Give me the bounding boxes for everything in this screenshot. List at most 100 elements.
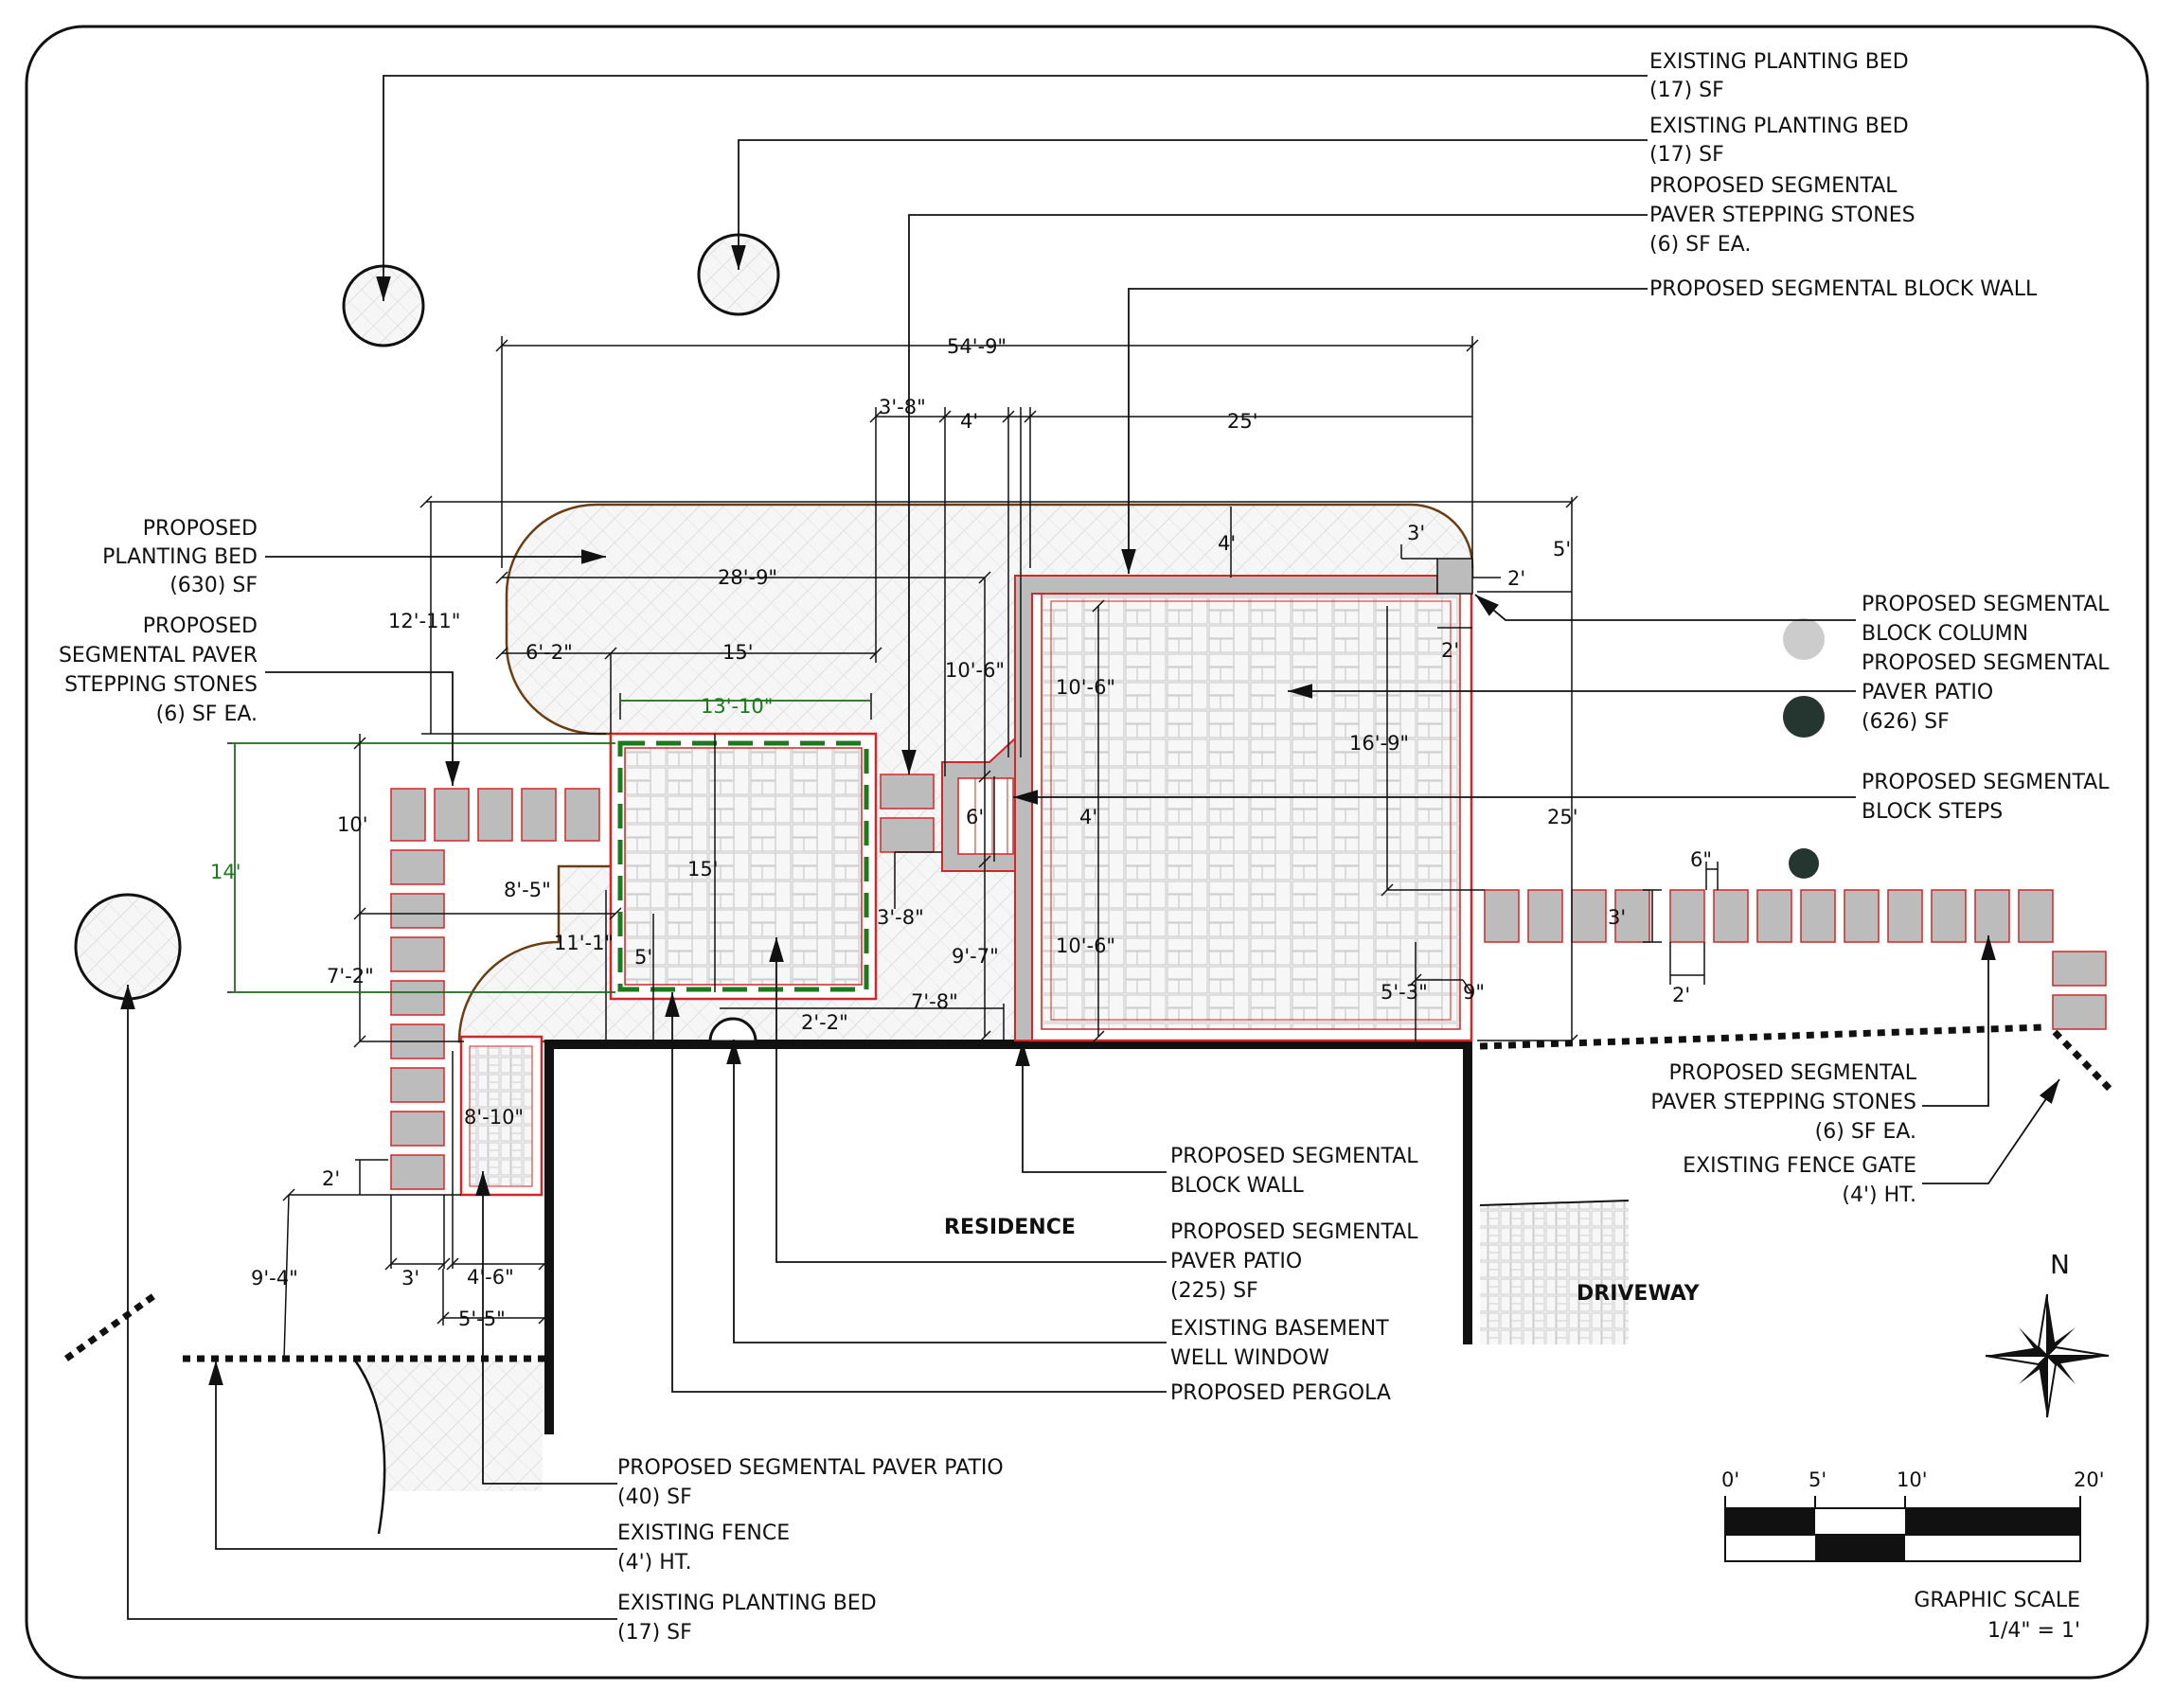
label-residence: RESIDENCE (944, 1216, 1076, 1239)
dim-2-col: 2' (1507, 567, 1525, 590)
scale-label-5: 5' (1809, 1468, 1827, 1491)
label-window-1: EXISTING BASEMENT (1170, 1317, 1389, 1341)
existing-fence (63, 1023, 2112, 1362)
label-stepping-top-2: PAVER STEPPING STONES (1649, 204, 1916, 227)
driveway-pavement (1480, 1201, 1629, 1344)
label-patio225-3: (225) SF (1170, 1279, 1258, 1303)
label-driveway: DRIVEWAY (1577, 1282, 1701, 1306)
scale-title: GRAPHIC SCALE (1914, 1589, 2080, 1612)
paver-patio-symbol (1783, 696, 1825, 738)
dim-11-1: 11'-1" (554, 932, 614, 954)
scale-label-10: 10' (1897, 1468, 1928, 1491)
dim-5-5: 5'-5" (458, 1308, 506, 1330)
leaders (120, 75, 2060, 1620)
stepping-stones-mid (880, 774, 935, 853)
dim-12-11: 12'-11" (388, 610, 460, 632)
dimension-texts: 54'-9" 3'-8" 4' 25' 4' 3' 5' 2' 2' 12'-1… (210, 335, 1712, 1330)
label-bed-bl-1: EXISTING PLANTING BED (617, 1592, 877, 1615)
block-column-symbol (1783, 618, 1825, 660)
label-gate-2: (4') HT. (1842, 1183, 1916, 1207)
label-stepping-left-2: SEGMENTAL PAVER (59, 644, 258, 667)
label-pergola: PROPOSED PERGOLA (1170, 1381, 1391, 1405)
label-stepping-right-2: PAVER STEPPING STONES (1650, 1091, 1916, 1114)
label-bed-630-3: (630) SF (169, 574, 258, 597)
dim-25-top: 25' (1227, 410, 1258, 433)
dim-9-4: 9'-4" (251, 1267, 298, 1290)
label-existing-bed-1: EXISTING PLANTING BED (1649, 50, 1909, 74)
label-window-2: WELL WINDOW (1170, 1346, 1329, 1370)
label-steps-2: BLOCK STEPS (1862, 800, 2003, 824)
block-column (1436, 558, 1473, 595)
label-gate-1: EXISTING FENCE GATE (1683, 1154, 1916, 1178)
green-dimensions (232, 700, 871, 993)
label-wall-bottom-2: BLOCK WALL (1170, 1174, 1305, 1198)
dim-10-6-b: 10'-6" (1056, 676, 1115, 699)
label-stepping-top-3: (6) SF EA. (1649, 233, 1751, 257)
basement-well-window (708, 1017, 757, 1043)
stepping-stone-symbol (1789, 848, 1819, 879)
dim-6-2: 6'-2" (526, 641, 573, 664)
dim-4-6: 4'-6" (467, 1266, 514, 1289)
label-stepping-left-3: STEPPING STONES (64, 673, 258, 697)
label-stepping-right-3: (6) SF EA. (1815, 1120, 1916, 1144)
scale-label-0: 0' (1721, 1468, 1739, 1491)
dim-5-3: 5'-3" (1381, 981, 1428, 1004)
label-stepping-top-1: PROPOSED SEGMENTAL (1649, 174, 1898, 198)
dim-3-stone: 3' (1608, 906, 1626, 929)
dim-5-perg: 5' (634, 946, 652, 969)
label-patio40-2: (40) SF (617, 1486, 692, 1509)
planting-bed-left-fence (355, 1361, 543, 1491)
label-patio225-1: PROPOSED SEGMENTAL (1170, 1220, 1418, 1244)
label-fence-1: EXISTING FENCE (617, 1521, 790, 1545)
dim-28-9: 28'-9" (718, 566, 777, 589)
dim-7-2: 7'-2" (327, 965, 374, 987)
dim-6in: 6" (1690, 848, 1712, 871)
dim-14: 14' (210, 861, 241, 883)
dim-25-right: 25' (1547, 806, 1578, 828)
label-existing-bed-2-sf: (17) SF (1649, 143, 1724, 167)
north-label: N (2050, 1249, 2070, 1280)
dim-3-bed: 3' (1407, 522, 1425, 544)
label-wall-bottom-1: PROPOSED SEGMENTAL (1170, 1145, 1418, 1168)
planting-bed-circle-3 (74, 893, 182, 1001)
dim-2-2: 2'-2" (801, 1011, 848, 1034)
dim-3-8-top: 3'-8" (879, 396, 926, 418)
stepping-stones-left (390, 788, 600, 1190)
scale-label-20: 20' (2074, 1468, 2105, 1491)
dim-4-bed: 4' (1218, 532, 1236, 555)
dim-13-10: 13'-10" (701, 695, 773, 718)
label-patio40-1: PROPOSED SEGMENTAL PAVER PATIO (617, 1456, 1004, 1480)
label-existing-bed-2: EXISTING PLANTING BED (1649, 115, 1909, 138)
dim-10-6-a: 10'-6" (945, 659, 1005, 682)
dim-15-v: 15' (687, 858, 719, 881)
label-patio626-3: (626) SF (1862, 710, 1950, 734)
dim-2-left: 2' (322, 1167, 340, 1190)
label-fence-2: (4') HT. (617, 1551, 692, 1575)
label-bed-630-1: PROPOSED (143, 517, 258, 541)
dim-10-6-c: 10'-6" (1056, 934, 1115, 957)
dimension-ticks (282, 339, 1578, 1325)
label-stepping-right-1: PROPOSED SEGMENTAL (1668, 1061, 1916, 1085)
label-patio626-1: PROPOSED SEGMENTAL (1862, 651, 2110, 675)
dim-2-stone: 2' (1672, 984, 1690, 1006)
label-steps-1: PROPOSED SEGMENTAL (1862, 771, 2110, 794)
residence-wall (544, 1040, 1472, 1434)
label-block-wall-top: PROPOSED SEGMENTAL BLOCK WALL (1649, 277, 2038, 301)
north-arrow: N (1985, 1249, 2110, 1418)
label-bed-630-2: PLANTING BED (102, 545, 258, 569)
dim-15-h: 15' (722, 641, 754, 664)
label-bed-bl-2: (17) SF (617, 1621, 692, 1645)
dim-3-8-mid: 3'-8" (877, 906, 924, 929)
label-stepping-left-4: (6) SF EA. (156, 703, 258, 726)
dim-6-steps: 6' (966, 806, 984, 828)
dim-16-9: 16'-9" (1349, 732, 1409, 755)
annotation-labels: EXISTING PLANTING BED (17) SF EXISTING P… (59, 50, 2110, 1645)
dim-10: 10' (337, 813, 368, 836)
label-patio225-2: PAVER PATIO (1170, 1250, 1302, 1273)
dim-8-10: 8'-10" (464, 1106, 524, 1129)
dim-9in: 9" (1463, 981, 1485, 1004)
dimension-lines (227, 336, 1719, 1361)
dim-2-col-b: 2' (1441, 639, 1459, 662)
label-existing-bed-1-sf: (17) SF (1649, 79, 1724, 102)
